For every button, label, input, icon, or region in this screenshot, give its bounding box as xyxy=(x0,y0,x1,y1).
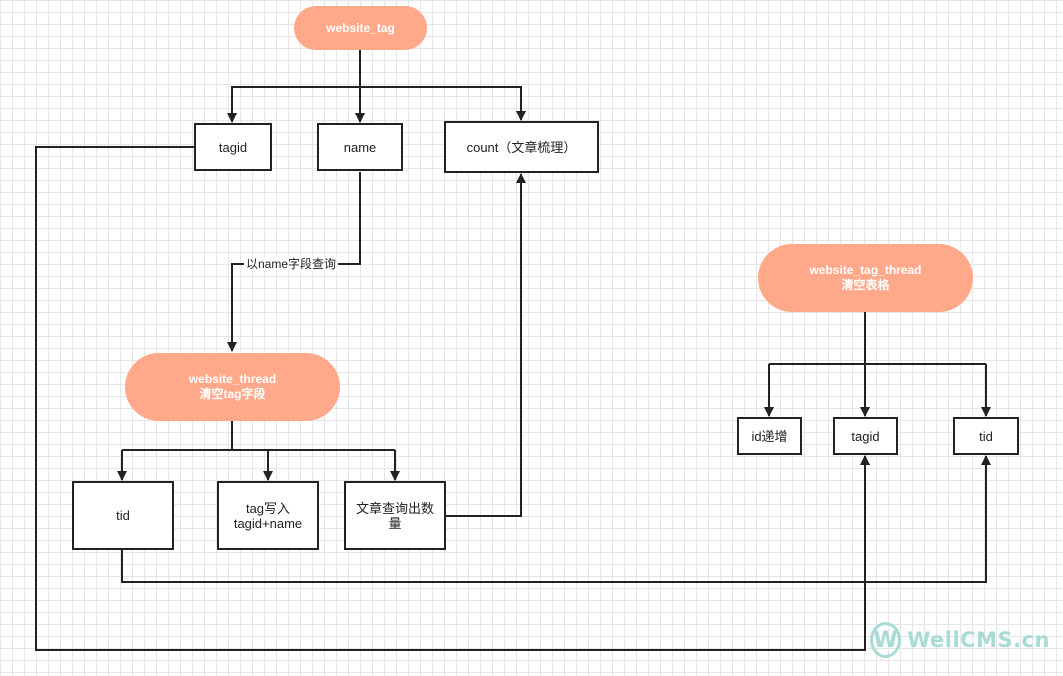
article-count-box[interactable]: 文章查询出数 量 xyxy=(344,481,446,550)
website-tag-thread-node[interactable]: website_tag_thread 清空表格 xyxy=(758,244,973,312)
article-count-line2: 量 xyxy=(388,515,402,531)
website-tag-label: website_tag xyxy=(326,20,395,35)
tag-write-line1: tag写入 xyxy=(245,500,291,516)
tag-write-box[interactable]: tag写入 tagid+name xyxy=(217,481,319,550)
website-thread-title: website_thread xyxy=(188,372,277,386)
tid-box-right[interactable]: tid xyxy=(953,417,1019,455)
id-increment-label: id递增 xyxy=(751,428,788,444)
tagid-top-label: tagid xyxy=(218,139,248,155)
wellcms-logo-icon: W xyxy=(870,622,902,658)
tagid-right-label: tagid xyxy=(851,428,880,444)
edge-website-tag-to-tagid xyxy=(227,86,360,123)
edge-tid-to-tid-right xyxy=(121,455,991,583)
edge-website-tag-to-count xyxy=(360,86,526,121)
website-tag-thread-subtitle: 清空表格 xyxy=(841,278,890,292)
edge-tagid-to-tagid-right xyxy=(35,146,870,651)
query-by-name-label: 以name字段查询 xyxy=(244,257,339,271)
tid-right-label: tid xyxy=(979,428,993,444)
count-box-top[interactable]: count（文章梳理） xyxy=(444,121,599,173)
name-top-label: name xyxy=(343,139,377,155)
count-top-label: count（文章梳理） xyxy=(466,139,577,155)
name-box-top[interactable]: name xyxy=(317,123,403,171)
edge-article-count-to-count xyxy=(446,173,526,517)
tid-mid-label: tid xyxy=(116,508,130,523)
website-thread-node[interactable]: website_thread 清空tag字段 xyxy=(125,353,340,421)
wellcms-logo-letter: W xyxy=(873,627,898,653)
tagid-box-right[interactable]: tagid xyxy=(833,417,898,455)
article-count-line1: 文章查询出数 xyxy=(355,500,434,516)
wellcms-logo-text: WellCMS.cn xyxy=(907,628,1050,652)
website-tag-thread-title: website_tag_thread xyxy=(809,263,922,277)
tagid-box-top[interactable]: tagid xyxy=(194,123,272,171)
tid-box-mid[interactable]: tid xyxy=(72,481,174,550)
website-tag-node[interactable]: website_tag xyxy=(294,6,427,50)
id-increment-box[interactable]: id递增 xyxy=(737,417,802,455)
tag-write-line2: tagid+name xyxy=(233,515,303,531)
website-thread-subtitle: 清空tag字段 xyxy=(199,387,266,401)
wellcms-watermark: W WellCMS.cn xyxy=(870,619,1050,661)
